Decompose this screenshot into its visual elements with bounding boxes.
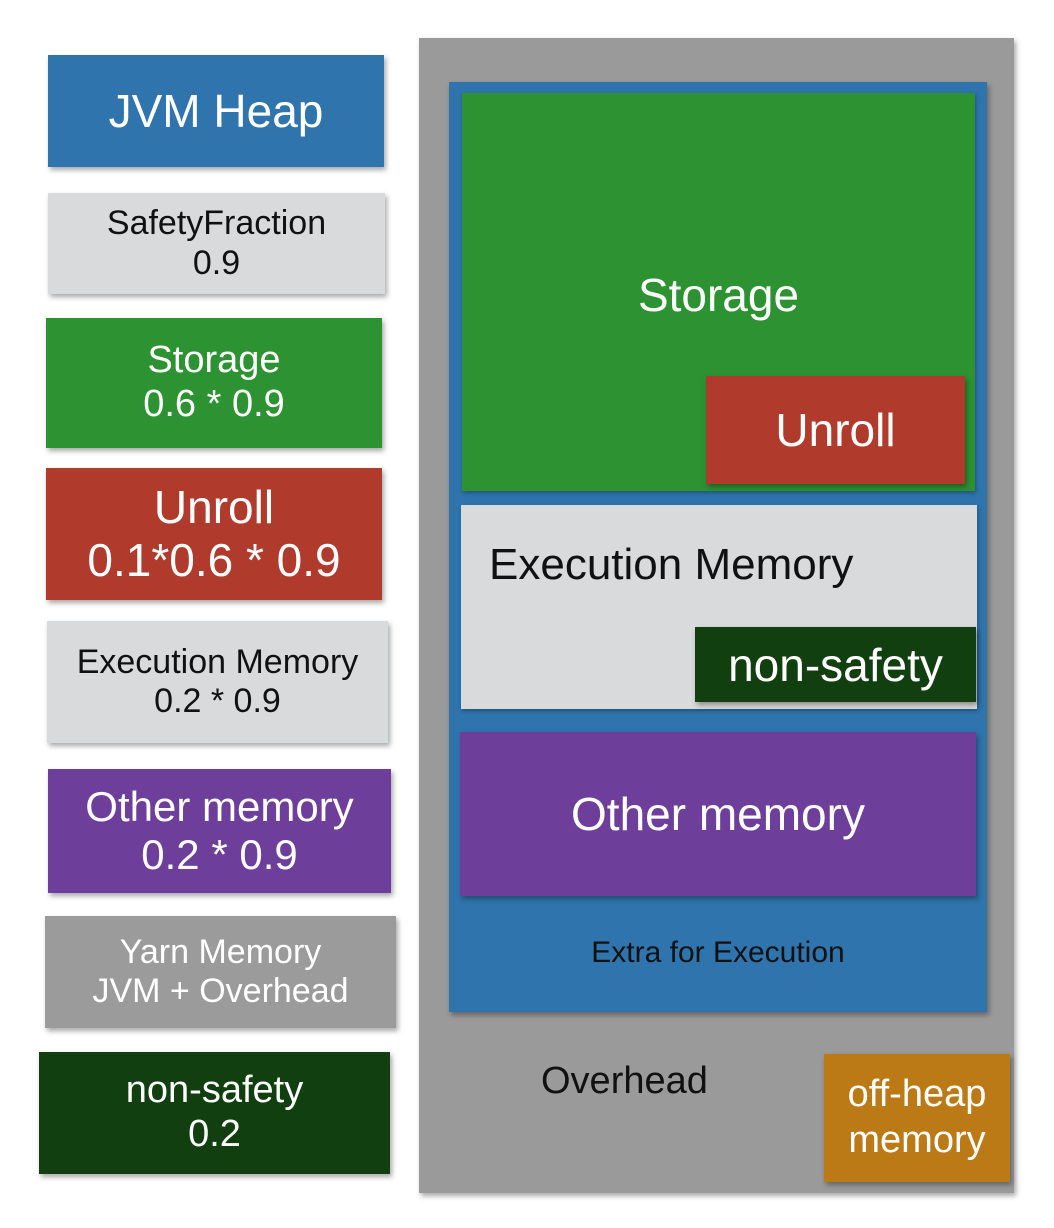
legend-non-safety-value: 0.2 — [188, 1113, 241, 1155]
legend-other-memory: Other memory 0.2 * 0.9 — [48, 769, 391, 893]
overhead-label: Overhead — [541, 1060, 708, 1102]
legend-safety-fraction-value: 0.9 — [192, 243, 241, 282]
legend-storage-label: Storage — [147, 339, 281, 382]
off-heap-label-line1: off-heap — [847, 1073, 987, 1116]
other-memory-block: Other memory — [460, 732, 976, 896]
legend-execution-memory-label: Execution Memory — [76, 642, 359, 681]
unroll-block: Unroll — [706, 376, 965, 484]
off-heap-label-line2: memory — [848, 1119, 986, 1161]
legend-safety-fraction: SafetyFraction 0.9 — [48, 193, 385, 294]
legend-safety-fraction-label: SafetyFraction — [106, 204, 327, 243]
storage-label: Storage — [637, 269, 800, 321]
legend-non-safety-label: non-safety — [125, 1069, 304, 1112]
off-heap-memory-block: off-heap memory — [824, 1054, 1010, 1182]
legend-yarn-memory-label: Yarn Memory — [119, 932, 322, 971]
extra-for-execution-label: Extra for Execution — [591, 936, 845, 969]
legend-unroll-label: Unroll — [153, 481, 275, 534]
legend-unroll: Unroll 0.1*0.6 * 0.9 — [46, 468, 382, 600]
execution-memory-label: Execution Memory — [489, 540, 854, 589]
legend-other-memory-value: 0.2 * 0.9 — [141, 831, 298, 878]
legend-execution-memory: Execution Memory 0.2 * 0.9 — [47, 621, 388, 743]
legend-storage-value: 0.6 * 0.9 — [143, 383, 285, 425]
non-safety-block: non-safety — [695, 627, 976, 702]
legend-yarn-memory-value: JVM + Overhead — [92, 972, 349, 1010]
legend-unroll-value: 0.1*0.6 * 0.9 — [87, 534, 341, 586]
legend-jvm-heap: JVM Heap — [48, 55, 384, 167]
legend-execution-memory-value: 0.2 * 0.9 — [154, 682, 281, 720]
legend-storage: Storage 0.6 * 0.9 — [46, 318, 382, 448]
legend-yarn-memory: Yarn Memory JVM + Overhead — [45, 916, 396, 1028]
legend-jvm-heap-label: JVM Heap — [108, 84, 324, 137]
legend-non-safety: non-safety 0.2 — [39, 1052, 390, 1174]
legend-other-memory-label: Other memory — [85, 782, 354, 830]
